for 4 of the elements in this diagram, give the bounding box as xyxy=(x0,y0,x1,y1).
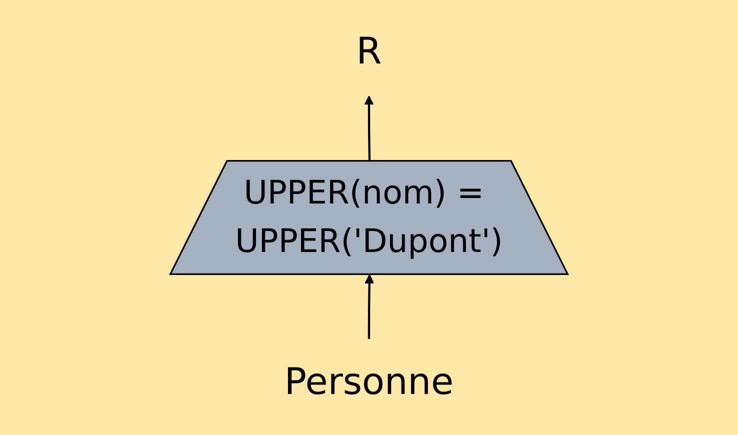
node-text: Personne xyxy=(284,360,454,404)
node-text: R xyxy=(356,30,382,74)
arrow xyxy=(364,274,374,339)
arrow xyxy=(364,96,374,162)
